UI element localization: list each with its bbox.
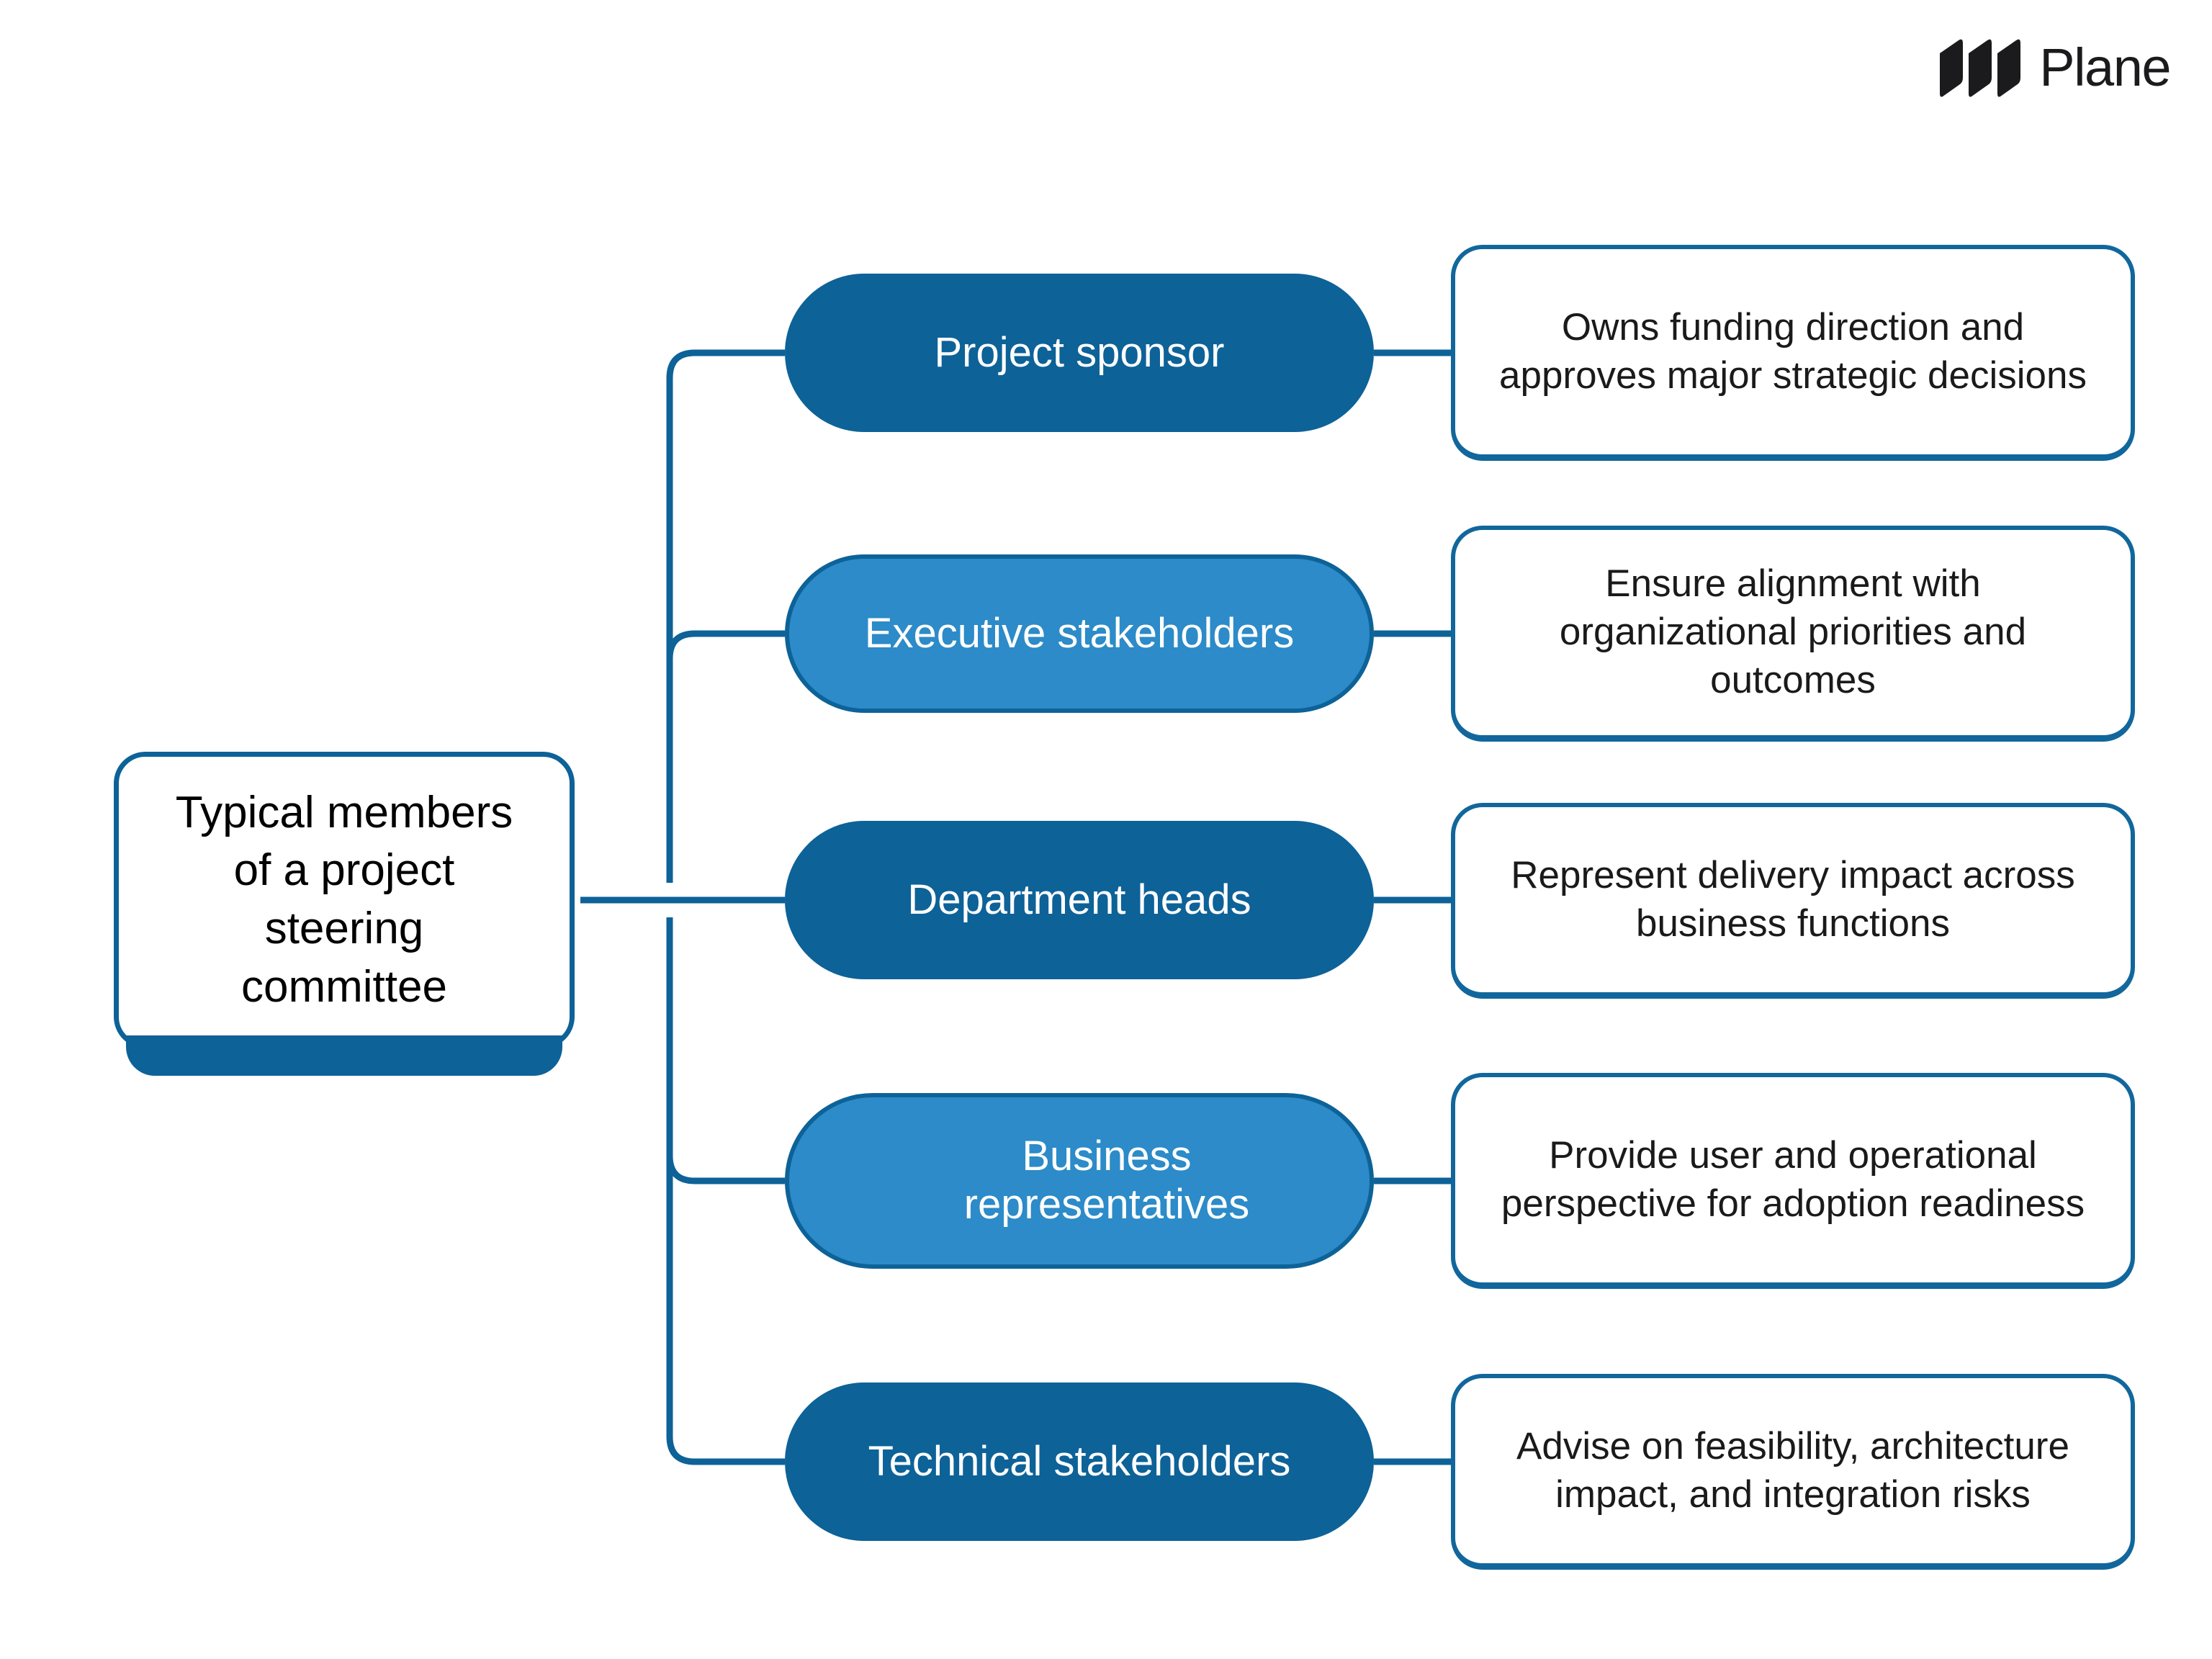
- brand-name-text: Plane: [2039, 37, 2171, 97]
- branch-pill-label: Technical stakeholders: [868, 1437, 1291, 1485]
- branch-pill-department-heads[interactable]: Department heads: [785, 821, 1374, 979]
- branch-pill-project-sponsor[interactable]: Project sponsor: [785, 274, 1374, 432]
- connector-branch-5: [666, 917, 785, 1465]
- root-node[interactable]: Typical members of a project steering co…: [114, 752, 575, 1076]
- root-node-label: Typical members of a project steering co…: [175, 787, 513, 1012]
- branch-card-description: Owns funding direction and approves majo…: [1499, 305, 2087, 397]
- branch-pill-label: Executive stakeholders: [864, 609, 1295, 657]
- branch-card-description: Provide user and operational perspective…: [1501, 1133, 2085, 1225]
- plane-logo-icon: [1940, 39, 2021, 97]
- branch-pill-technical-stakeholders[interactable]: Technical stakeholders: [785, 1382, 1374, 1541]
- branch-card-description: Represent delivery impact across busines…: [1511, 853, 2075, 945]
- branch-card-description: Advise on feasibility, architecture impa…: [1516, 1424, 2069, 1516]
- branch-pill-label: Department heads: [907, 876, 1251, 923]
- connector-branch-1: [666, 349, 785, 883]
- brand-logo: Plane: [1938, 37, 2171, 98]
- branch-pill-business-representatives[interactable]: Business representatives: [785, 1093, 1374, 1269]
- branch-card-description: Ensure alignment with organizational pri…: [1559, 562, 2027, 701]
- branch-card-business-representatives[interactable]: Provide user and operational perspective…: [1451, 1073, 2135, 1289]
- branch-card-department-heads[interactable]: Represent delivery impact across busines…: [1451, 803, 2135, 999]
- branch-card-technical-stakeholders[interactable]: Advise on feasibility, architecture impa…: [1451, 1374, 2135, 1570]
- branch-card-project-sponsor[interactable]: Owns funding direction and approves majo…: [1451, 245, 2135, 461]
- connector-branch-4: [666, 917, 785, 1184]
- branch-pill-label: Business representatives: [963, 1133, 1250, 1228]
- branch-card-executive-stakeholders[interactable]: Ensure alignment with organizational pri…: [1451, 526, 2135, 742]
- connector-branch-2: [666, 630, 785, 883]
- branch-pill-label: Project sponsor: [934, 328, 1225, 376]
- branch-pill-executive-stakeholders[interactable]: Executive stakeholders: [785, 554, 1374, 713]
